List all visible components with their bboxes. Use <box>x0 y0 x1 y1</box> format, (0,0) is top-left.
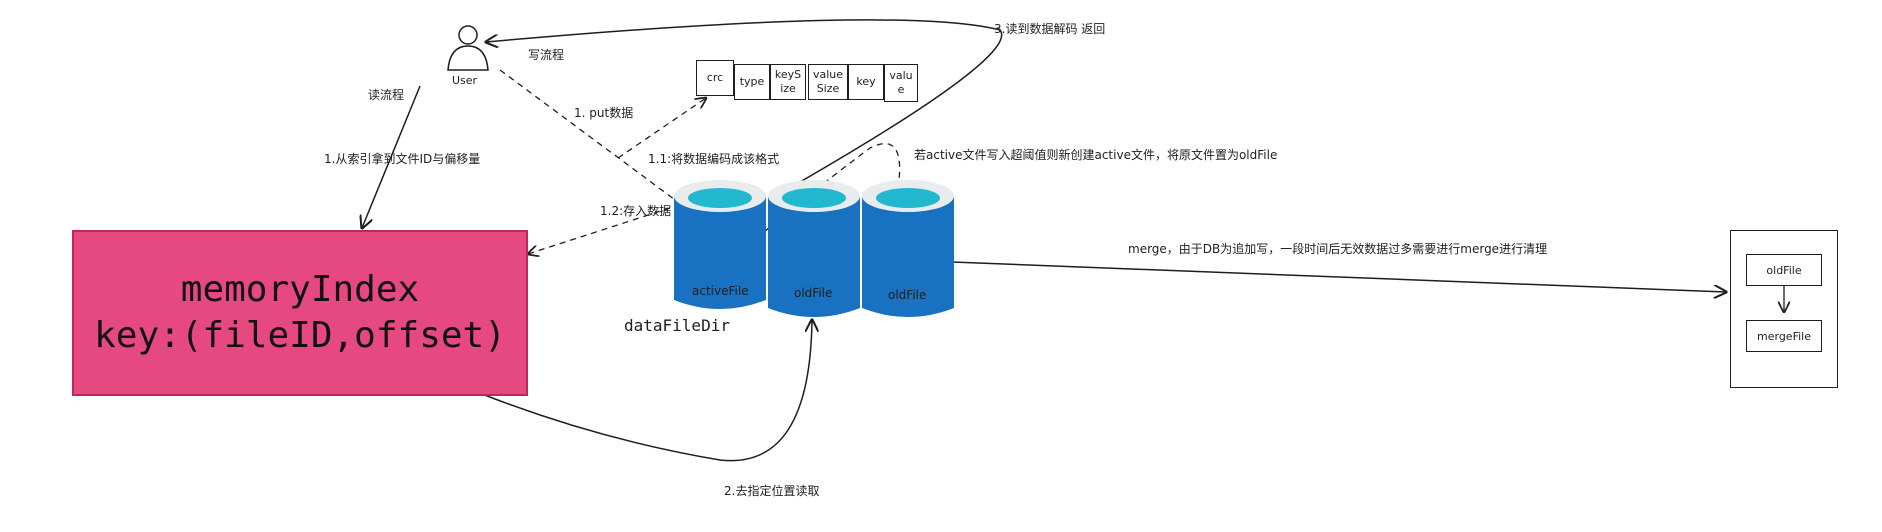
field-crc: crc <box>696 60 734 96</box>
user-icon <box>447 25 489 71</box>
merge-oldfile: oldFile <box>1746 254 1822 286</box>
oldfile-label-2: oldFile <box>888 288 927 302</box>
field-value: valu e <box>884 64 918 102</box>
datafiledir-label: dataFileDir <box>624 316 730 335</box>
merge-note-label: merge，由于DB为追加写，一段时间后无效数据过多需要进行merge进行清理 <box>1128 242 1548 256</box>
read-step2-label: 2.去指定位置读取 <box>724 484 820 498</box>
store-step-label: 1.2:存入数据 <box>600 204 672 218</box>
read-flow-label: 读流程 <box>368 88 405 102</box>
write-flow-label: 写流程 <box>528 48 565 62</box>
field-key: key <box>848 64 884 100</box>
read-step3-label: 3.读到数据解码 返回 <box>994 22 1106 36</box>
memory-index-title: memoryIndex <box>180 269 420 310</box>
memory-index-box: memoryIndex key:(fileID,offset) <box>72 230 528 396</box>
arrow-return-to-user <box>486 19 1003 183</box>
cylinder-oldfile-1 <box>768 180 860 317</box>
field-valuesize: value Size <box>808 64 848 100</box>
activefile-label: activeFile <box>692 284 749 298</box>
arrow-store-to-index <box>528 207 671 254</box>
field-type: type <box>734 64 770 100</box>
merge-container <box>1730 230 1838 388</box>
put-step-label: 1. put数据 <box>574 106 634 120</box>
arrow-user-to-datafiles <box>499 69 686 208</box>
cylinder-oldfile-2 <box>862 180 954 317</box>
rotate-note-label: 若active文件写入超阈值则新创建active文件，将原文件置为oldFile <box>914 148 1278 162</box>
oldfile-label-1: oldFile <box>794 286 833 300</box>
encode-step-label: 1.1:将数据编码成该格式 <box>648 152 780 166</box>
arrow-index-to-oldfile <box>481 320 812 462</box>
arrow-merge <box>951 261 1726 292</box>
arrow-encode-to-format <box>617 98 706 159</box>
read-step1-label: 1.从索引拿到文件ID与偏移量 <box>324 152 481 166</box>
user-label: User <box>452 74 478 87</box>
cylinder-activefile <box>674 180 766 309</box>
field-keysize: keyS ize <box>770 64 806 100</box>
merge-mergefile: mergeFile <box>1746 320 1822 352</box>
arrow-user-to-index <box>362 85 421 228</box>
memory-index-key: key:(fileID,offset) <box>94 315 506 356</box>
